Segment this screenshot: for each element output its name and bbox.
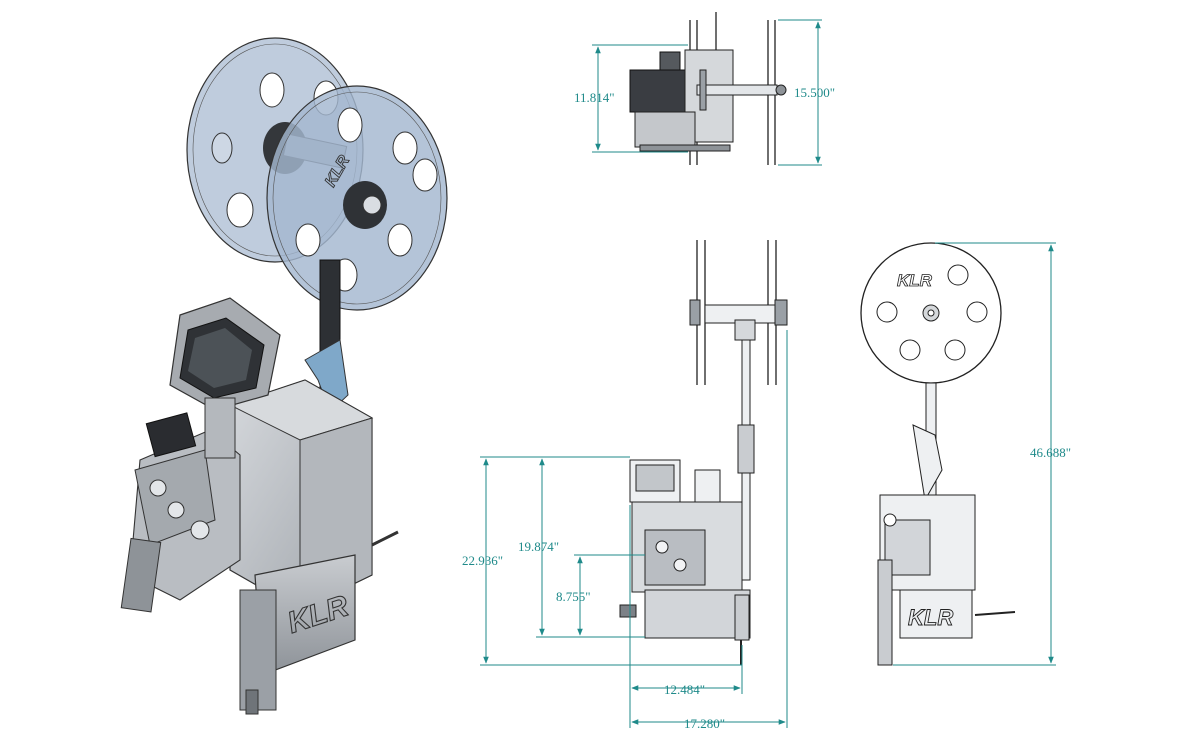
dim-base-height: 8.755" — [556, 589, 591, 604]
dim-overall-width: 17.280" — [684, 716, 725, 731]
side-view-dimensions: 22.936" 19.874" 8.755" 12.484" 17.280" — [462, 330, 788, 731]
front-body-logo-text: KLR — [908, 605, 953, 630]
top-view-dimensions: 11.814" 15.500" — [574, 19, 835, 166]
front-view: KLR KLR — [860, 242, 1016, 666]
front-view-dimensions: 46.688" — [893, 242, 1071, 666]
dim-body-width: 12.484" — [664, 682, 705, 697]
top-view — [629, 12, 787, 165]
dim-top-height: 11.814" — [574, 90, 615, 105]
side-view — [619, 240, 788, 665]
isometric-view: KLR KLR — [120, 37, 448, 715]
reel-front: KLR — [266, 85, 448, 311]
dim-top-reel-height: 15.500" — [794, 85, 835, 100]
dim-total-height: 46.688" — [1030, 445, 1071, 460]
front-reel-logo-text: KLR — [897, 271, 933, 290]
dim-overall-height: 22.936" — [462, 553, 503, 568]
dim-body-height: 19.874" — [518, 539, 559, 554]
